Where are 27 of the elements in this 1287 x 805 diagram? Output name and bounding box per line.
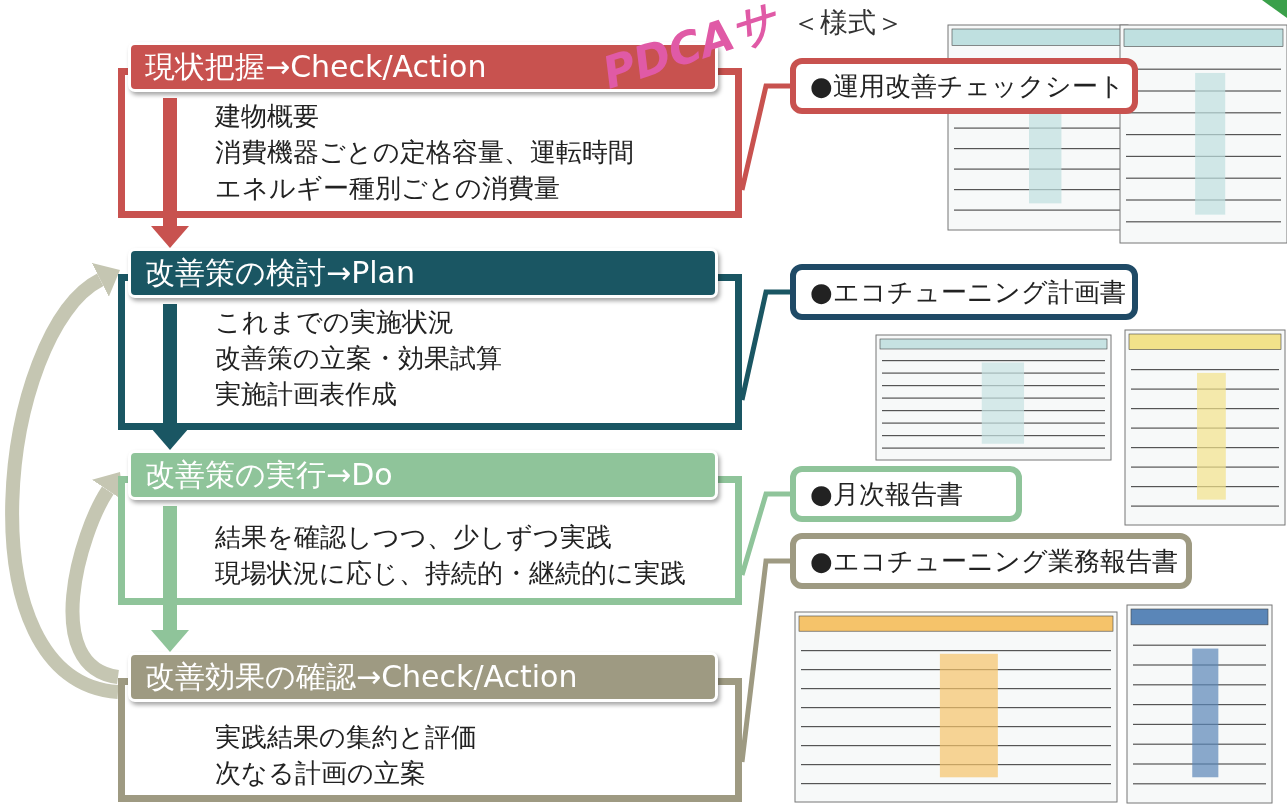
section-header: 改善策の実行→Do xyxy=(128,450,718,500)
arrow xyxy=(151,506,189,652)
document-label: ●エコチューニング業務報告書 xyxy=(790,533,1192,589)
body-text: 結果を確認しつつ、少しずつ実践 xyxy=(215,521,612,554)
body-text: 改善策の立案・効果試算 xyxy=(215,342,502,375)
connector-line xyxy=(739,491,790,576)
body-text: 建物概要 xyxy=(215,100,319,133)
body-text: これまでの実施状況 xyxy=(215,306,454,339)
document-label: ●運用改善チェックシート xyxy=(790,58,1138,114)
connector-line xyxy=(739,558,790,763)
form-heading: ＜様式＞ xyxy=(792,5,904,41)
body-text: 実践結果の集約と評価 xyxy=(215,721,477,754)
body-text: エネルギー種別ごとの消費量 xyxy=(215,172,560,205)
section-header: 改善策の検討→Plan xyxy=(128,248,718,298)
document-label: ●エコチューニング計画書 xyxy=(790,264,1138,320)
connector-line xyxy=(739,289,790,401)
arrow xyxy=(5,264,120,699)
connector-line xyxy=(739,83,790,191)
slanted-heading: PDCAサ xyxy=(595,0,785,101)
body-text: 消費機器ごとの定格容量、運転時間 xyxy=(215,136,634,169)
section-header: 改善効果の確認→Check/Action xyxy=(128,652,718,702)
arrow xyxy=(151,304,189,450)
document-label: ●月次報告書 xyxy=(790,466,1022,522)
arrow xyxy=(151,98,189,248)
body-text: 現場状況に応じ、持続的・継続的に実践 xyxy=(215,557,686,590)
body-text: 次なる計画の立案 xyxy=(215,757,426,790)
body-text: 実施計画表作成 xyxy=(215,378,397,411)
